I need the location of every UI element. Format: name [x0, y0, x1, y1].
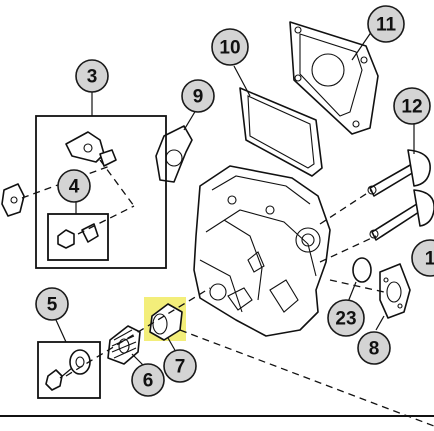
leader-8: [375, 315, 385, 331]
part-4-group-box: [47, 213, 109, 261]
callout-11-label: 11: [376, 15, 397, 36]
callout-10: 10: [211, 28, 249, 66]
callout-1: 1: [411, 239, 434, 277]
callout-12-label: 12: [401, 97, 422, 118]
assembly-line-2: [99, 159, 135, 207]
leader-10: [233, 65, 251, 97]
callout-6-label: 6: [143, 371, 154, 392]
assembly-line-5: [179, 329, 434, 427]
assembly-line-6: [319, 189, 373, 225]
part-11-head-gasket[interactable]: [289, 21, 379, 135]
part-3-group-box: [35, 115, 167, 269]
callout-23-label: 23: [335, 309, 356, 330]
part-5-group-box: [37, 341, 101, 399]
assembly-line-4: [65, 287, 211, 377]
callout-5-label: 5: [47, 295, 58, 316]
callout-3: 3: [75, 59, 109, 93]
assembly-line-8: [329, 279, 385, 293]
callout-8-label: 8: [369, 339, 380, 360]
callout-9-label: 9: [193, 87, 204, 108]
part-5-screw-washer[interactable]: [45, 349, 91, 391]
leader-5: [55, 319, 67, 343]
assembly-line-7: [319, 235, 377, 263]
leader-23: [347, 281, 357, 303]
cylinder-head[interactable]: [193, 165, 331, 337]
part-4-adjuster-nut[interactable]: [57, 223, 99, 249]
callout-7: 7: [163, 349, 197, 383]
callout-7-label: 7: [175, 357, 186, 378]
callout-12: 12: [393, 87, 431, 125]
part-9-breather-gasket[interactable]: [155, 125, 193, 183]
assembly-line-3: [77, 205, 135, 235]
callout-6: 6: [131, 363, 165, 397]
callout-8: 8: [357, 331, 391, 365]
part-12-valves[interactable]: [367, 149, 434, 241]
assembly-line-1: [21, 165, 111, 199]
callout-4: 4: [57, 169, 91, 203]
part-10-cover-gasket[interactable]: [239, 87, 323, 177]
callout-1-label: 1: [425, 249, 434, 270]
callout-11: 11: [367, 5, 405, 43]
part-1-left-fitting[interactable]: [1, 183, 25, 217]
callout-4-label: 4: [69, 177, 80, 198]
callout-9: 9: [181, 79, 215, 113]
callout-5: 5: [35, 287, 69, 321]
callout-10-label: 10: [219, 38, 240, 59]
leader-7: [167, 337, 177, 353]
part-6-spring-seal[interactable]: [107, 325, 141, 365]
leader-6: [131, 353, 145, 367]
callout-23: 23: [327, 299, 365, 337]
part-23-o-ring[interactable]: [352, 257, 372, 283]
callout-3-label: 3: [87, 67, 98, 88]
part-8-plate[interactable]: [379, 263, 411, 319]
leader-9: [183, 109, 197, 131]
part-3-rocker-arm[interactable]: [65, 131, 117, 167]
